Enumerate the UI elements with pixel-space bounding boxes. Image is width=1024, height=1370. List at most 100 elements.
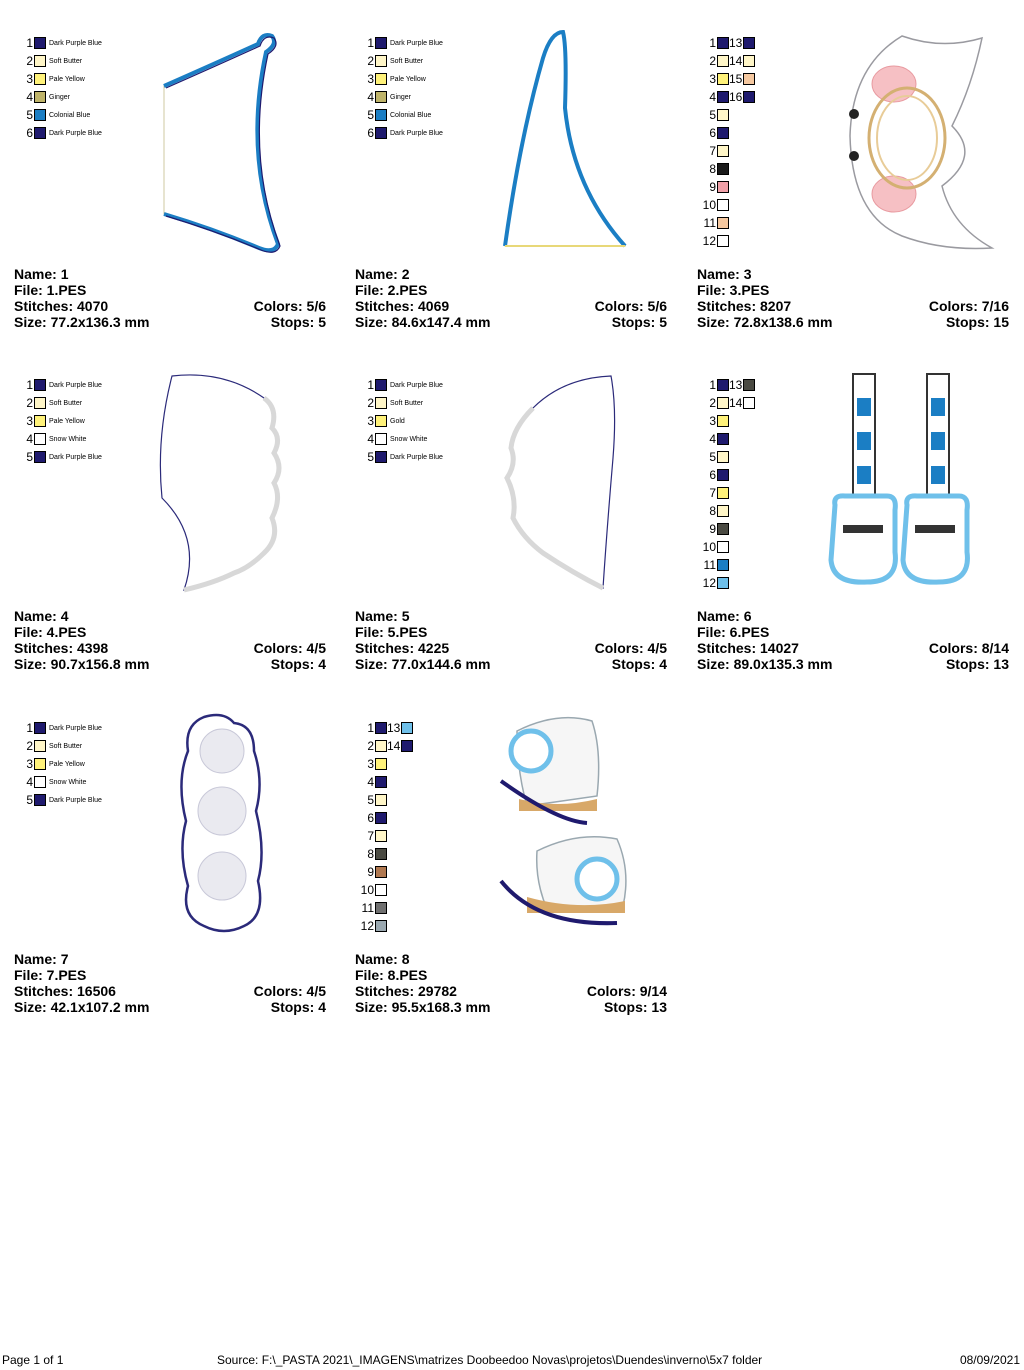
color-name: Ginger: [49, 93, 71, 101]
design-colors-label: Colors:: [594, 298, 648, 314]
color-swatch: [375, 722, 387, 734]
color-name: Snow White: [390, 435, 428, 443]
color-number: 2: [367, 54, 374, 68]
color-number: 2: [709, 396, 716, 410]
design-stitches-label: Stitches:: [14, 298, 78, 314]
color-number: 11: [361, 901, 374, 915]
design-colors-value: 9/14: [639, 983, 667, 999]
color-swatch: [717, 523, 729, 535]
design-file-label: File:: [14, 282, 47, 298]
design-size: Size: 72.8x138.6 mm: [697, 314, 832, 330]
design-stitches-label: Stitches:: [14, 640, 78, 656]
design-size-label: Size:: [355, 314, 392, 330]
color-number: 3: [709, 414, 716, 428]
design-file: File: 3.PES: [697, 282, 769, 298]
design-colors-label: Colors:: [586, 983, 640, 999]
color-name: Pale Yellow: [49, 75, 85, 83]
color-number: 16: [729, 90, 743, 104]
info-line: File: 1.PES: [14, 282, 326, 298]
color-swatch: [717, 577, 729, 589]
color-number: 5: [709, 450, 716, 464]
footer-source: Source: F:\_PASTA 2021\_IMAGENS\matrizes…: [217, 1353, 763, 1367]
color-swatch: [717, 541, 729, 553]
color-legend-row: 7: [701, 142, 755, 160]
design-file-value: 1.PES: [46, 282, 87, 298]
design-size-label: Size:: [14, 656, 51, 672]
design-size-label: Size:: [355, 656, 392, 672]
design-file-value: 4.PES: [46, 624, 87, 640]
color-legend-row: 5: [701, 448, 755, 466]
color-swatch: [375, 920, 387, 932]
color-swatch: [717, 145, 729, 157]
design-preview: [163, 33, 281, 253]
color-name: Ginger: [390, 93, 412, 101]
design-colors-value: 8/14: [981, 640, 1009, 656]
design-size-value: 95.5x168.3 mm: [391, 999, 491, 1015]
design-name-label: Name:: [697, 266, 744, 282]
info-line: File: 5.PES: [355, 624, 667, 640]
color-name: Dark Purple Blue: [49, 724, 102, 732]
color-number: 3: [26, 414, 33, 428]
design-file: File: 2.PES: [355, 282, 427, 298]
color-legend-row: 5: [359, 791, 413, 809]
color-legend-row: 8: [359, 845, 413, 863]
design-colors: Colors: 9/14: [587, 983, 667, 999]
info-line: Name: 2: [355, 266, 667, 282]
color-name: Soft Butter: [49, 742, 83, 750]
design-stops-label: Stops:: [270, 656, 319, 672]
color-swatch: [717, 55, 729, 67]
design-name: Name: 7: [14, 951, 68, 967]
color-number: 3: [367, 72, 374, 86]
color-legend-row: 4: [701, 430, 755, 448]
design-preview: [180, 713, 263, 933]
design-file-label: File:: [14, 624, 47, 640]
color-swatch: [717, 451, 729, 463]
color-number: 13: [729, 36, 743, 50]
color-number: 10: [360, 883, 374, 897]
design-stitches-value: 16506: [77, 983, 116, 999]
color-swatch: [375, 902, 387, 914]
design-name: Name: 2: [355, 266, 409, 282]
color-number: 1: [709, 378, 716, 392]
color-swatch: [717, 163, 729, 175]
design-size: Size: 89.0x135.3 mm: [697, 656, 832, 672]
design-stops-value: 4: [318, 656, 326, 672]
design-file-label: File:: [355, 967, 388, 983]
design-stops-value: 5: [659, 314, 667, 330]
design-stitches-value: 8207: [760, 298, 792, 314]
color-swatch: [34, 433, 46, 445]
color-number: 9: [367, 865, 374, 879]
design-stitches: Stitches: 14027: [697, 640, 799, 656]
info-line: Name: 5: [355, 608, 667, 624]
color-number: 8: [367, 847, 374, 861]
color-number: 2: [26, 396, 33, 410]
design-size-value: 77.2x136.3 mm: [50, 314, 150, 330]
color-swatch: [34, 740, 46, 752]
color-swatch: [375, 812, 387, 824]
color-swatch: [34, 722, 46, 734]
color-number: 5: [26, 108, 33, 122]
color-name: Pale Yellow: [49, 417, 85, 425]
design-stitches: Stitches: 4070: [14, 298, 108, 314]
color-number: 8: [709, 504, 716, 518]
design-colors-label: Colors:: [253, 640, 307, 656]
design-file-label: File:: [697, 282, 730, 298]
